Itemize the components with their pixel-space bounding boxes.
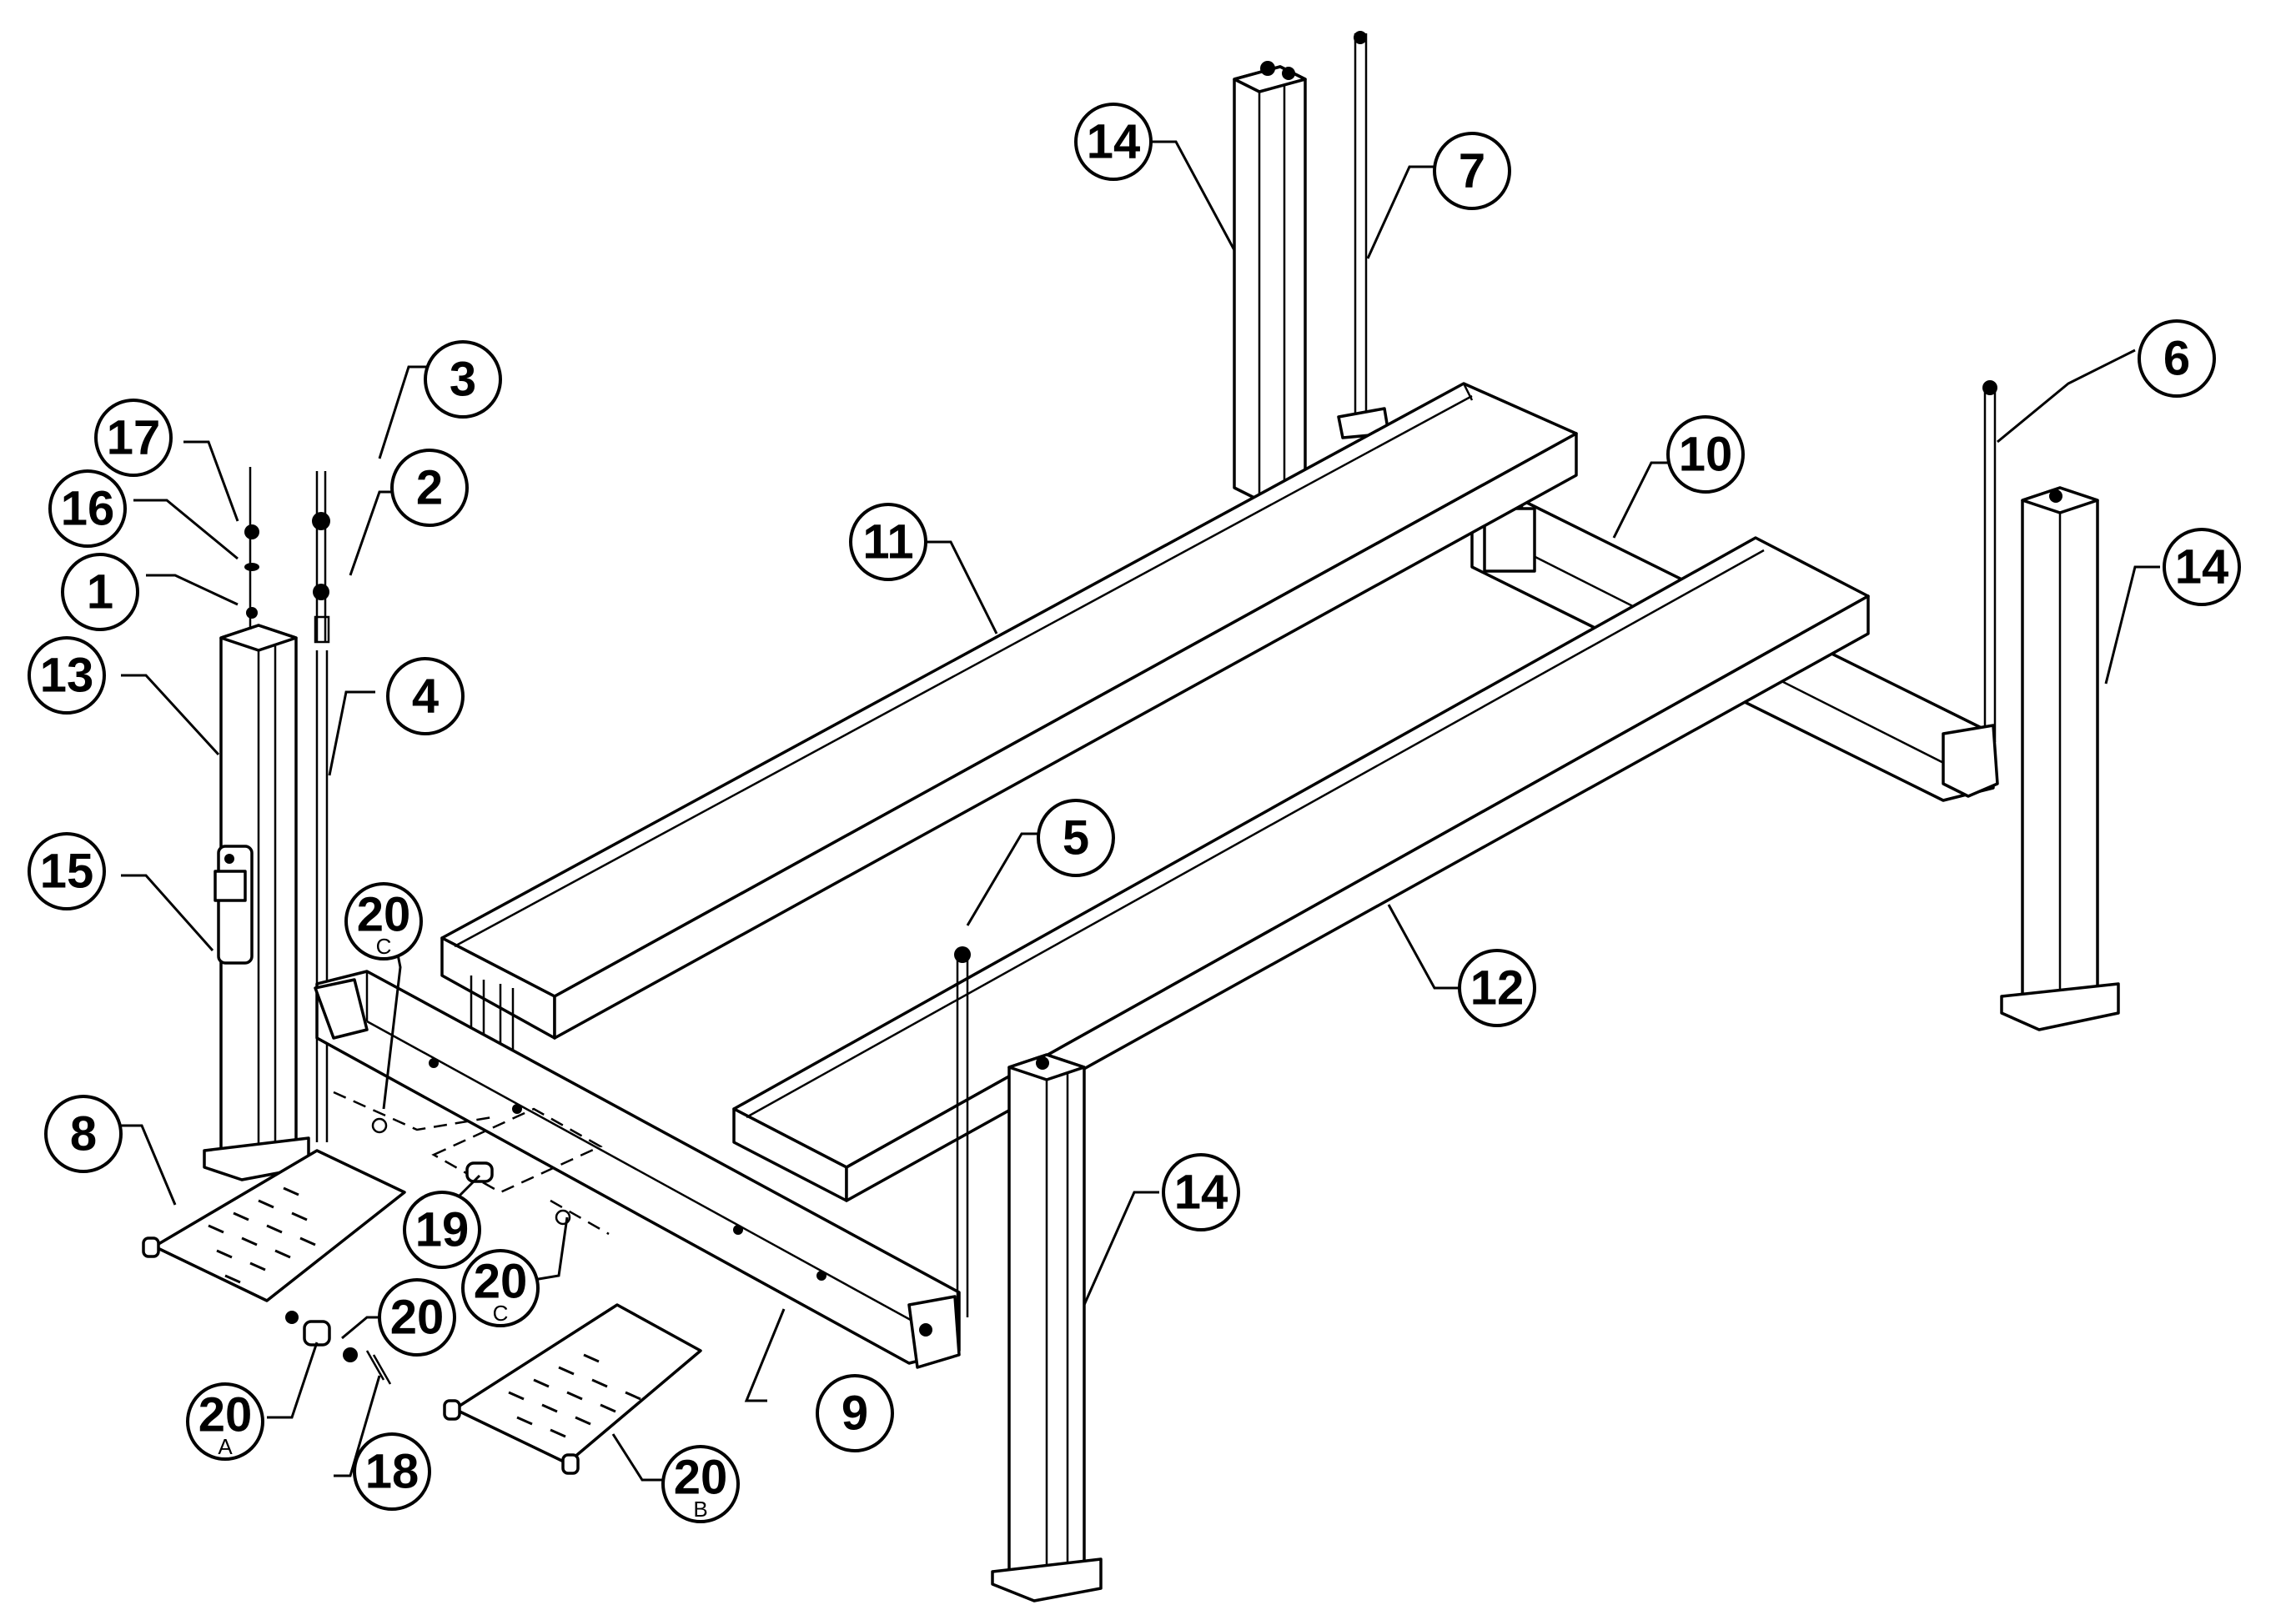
callout-2-label: 2 bbox=[416, 461, 443, 515]
callout-14-right: 14 bbox=[2163, 528, 2241, 606]
callout-20a-label: 20 bbox=[198, 1388, 253, 1442]
callout-14-front-label: 14 bbox=[1174, 1166, 1228, 1220]
callout-20-label: 20 bbox=[390, 1291, 445, 1345]
callout-1: 1 bbox=[61, 553, 139, 631]
callout-4: 4 bbox=[386, 657, 465, 735]
leader-lines bbox=[117, 140, 2160, 1482]
post-top-hardware bbox=[244, 467, 259, 629]
callout-19: 19 bbox=[403, 1191, 481, 1269]
callout-20c-upper-label: 20 bbox=[357, 888, 411, 942]
post-rear-left bbox=[1233, 61, 1307, 502]
callout-7: 7 bbox=[1433, 132, 1511, 210]
callout-10: 10 bbox=[1666, 415, 1745, 494]
post-right bbox=[2000, 486, 2120, 1031]
callout-8: 8 bbox=[44, 1095, 123, 1173]
ramp-20b bbox=[443, 1303, 702, 1475]
callout-20b-label: 20 bbox=[674, 1451, 728, 1505]
ramp-8 bbox=[142, 1149, 406, 1302]
callout-20b: 20 B bbox=[661, 1445, 740, 1523]
callout-17-label: 17 bbox=[107, 411, 161, 465]
callout-8-label: 8 bbox=[70, 1107, 97, 1161]
callout-20a-sub: A bbox=[218, 1434, 233, 1459]
callout-20c-lower-sub: C bbox=[493, 1301, 509, 1326]
callout-6-label: 6 bbox=[2163, 332, 2190, 386]
callout-14-rear-label: 14 bbox=[1087, 115, 1141, 169]
callout-20: 20 bbox=[378, 1278, 456, 1357]
callout-15: 15 bbox=[28, 832, 106, 910]
callout-13-label: 13 bbox=[40, 649, 94, 703]
runway-11 bbox=[440, 382, 1578, 1076]
callout-14-right-label: 14 bbox=[2175, 540, 2229, 594]
callout-5: 5 bbox=[1037, 799, 1115, 877]
callout-20c-lower-label: 20 bbox=[474, 1255, 528, 1309]
post-front-left bbox=[203, 624, 329, 1181]
callout-9: 9 bbox=[816, 1374, 894, 1452]
callout-1-label: 1 bbox=[87, 565, 113, 619]
jack-tray-19 bbox=[333, 1091, 610, 1236]
callout-19-label: 19 bbox=[415, 1203, 470, 1257]
callout-15-label: 15 bbox=[40, 845, 94, 899]
callout-3-label: 3 bbox=[450, 353, 476, 407]
callout-7-label: 7 bbox=[1459, 144, 1485, 198]
callout-20c-upper: 20 C bbox=[344, 882, 423, 960]
callout-5-label: 5 bbox=[1063, 811, 1089, 865]
callout-4-label: 4 bbox=[412, 670, 439, 724]
callout-17: 17 bbox=[94, 399, 173, 477]
callout-6: 6 bbox=[2138, 319, 2216, 398]
callout-12-label: 12 bbox=[1470, 961, 1525, 1016]
callout-11-label: 11 bbox=[862, 515, 913, 569]
cable-6 bbox=[1982, 380, 1997, 742]
callout-3: 3 bbox=[424, 340, 502, 419]
cable-4 bbox=[312, 471, 330, 644]
post-front-right bbox=[991, 1053, 1103, 1602]
runway-12 bbox=[732, 536, 1870, 1202]
callout-12: 12 bbox=[1458, 949, 1536, 1027]
callout-18: 18 bbox=[353, 1432, 431, 1511]
callout-14-rear: 14 bbox=[1074, 103, 1153, 181]
callout-14-front: 14 bbox=[1162, 1153, 1240, 1231]
callout-20c-lower: 20 C bbox=[461, 1249, 540, 1327]
callout-18-label: 18 bbox=[365, 1445, 420, 1499]
callout-2: 2 bbox=[390, 449, 469, 527]
callout-20a: 20 A bbox=[186, 1382, 264, 1461]
ramp-axle-hardware bbox=[285, 1311, 392, 1385]
cable-7 bbox=[1337, 31, 1390, 439]
crossbeam-front bbox=[314, 970, 961, 1369]
callout-20c-upper-sub: C bbox=[376, 934, 392, 959]
callout-20b-sub: B bbox=[693, 1497, 707, 1522]
callout-10-label: 10 bbox=[1679, 428, 1733, 482]
callout-16: 16 bbox=[48, 469, 127, 548]
callout-11: 11 bbox=[849, 503, 927, 581]
callout-16-label: 16 bbox=[61, 482, 115, 536]
callout-9-label: 9 bbox=[842, 1387, 868, 1441]
callout-13: 13 bbox=[28, 636, 106, 715]
cable-5 bbox=[954, 946, 971, 1317]
